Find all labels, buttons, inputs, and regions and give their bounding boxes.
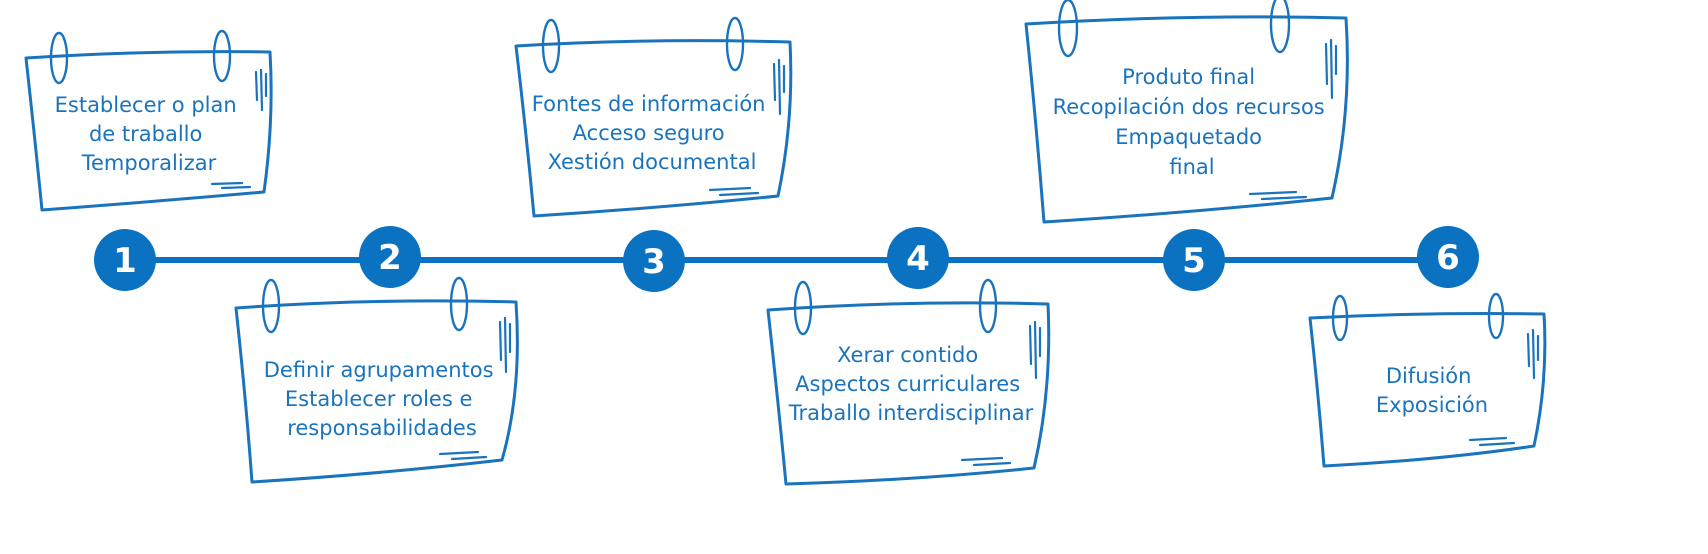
step-number: 1 xyxy=(113,241,137,281)
ring-icon xyxy=(49,31,69,85)
note-text-step-2: Definir agrupamentos Establecer roles e … xyxy=(264,358,501,440)
note-line: Difusión xyxy=(1386,364,1472,388)
note-step-2: Definir agrupamentos Establecer roles e … xyxy=(234,276,519,484)
ring-icon xyxy=(725,16,745,72)
ring-icon xyxy=(793,280,813,336)
note-step-6: Difusión Exposición xyxy=(1308,292,1547,468)
note-line: Exposición xyxy=(1376,393,1488,417)
note-line: Traballo interdisciplinar xyxy=(788,401,1034,425)
note-text-step-4: Xerar contido Aspectos curriculares Trab… xyxy=(788,343,1034,425)
step-number: 6 xyxy=(1436,238,1460,278)
note-line: Xerar contido xyxy=(837,343,978,367)
note-line: Xestión documental xyxy=(548,150,757,174)
step-marker-6: 6 xyxy=(1417,226,1479,288)
note-line: Establecer o plan xyxy=(55,93,237,117)
note-step-4: Xerar contido Aspectos curriculares Trab… xyxy=(766,278,1051,486)
note-text-step-1: Establecer o plan de traballo Temporaliz… xyxy=(55,93,244,175)
note-line: de traballo xyxy=(89,122,202,146)
ring-icon xyxy=(978,278,998,334)
step-marker-2: 2 xyxy=(359,226,421,288)
ring-icon xyxy=(1331,294,1349,342)
ring-icon xyxy=(212,29,232,83)
note-line: Recopilación dos recursos xyxy=(1053,95,1325,119)
note-text-step-6: Difusión Exposición xyxy=(1376,364,1488,417)
note-line: responsabilidades xyxy=(287,416,477,440)
note-line: Fontes de información xyxy=(532,92,766,116)
note-line: Definir agrupamentos xyxy=(264,358,494,382)
note-line: Acceso seguro xyxy=(573,121,725,145)
step-marker-5: 5 xyxy=(1163,229,1225,291)
step-marker-1: 1 xyxy=(94,229,156,291)
step-number: 4 xyxy=(906,239,930,279)
note-line: Empaquetado xyxy=(1115,125,1262,149)
ring-icon xyxy=(1487,292,1505,340)
note-step-1: Establecer o plan de traballo Temporaliz… xyxy=(24,29,273,212)
note-line: final xyxy=(1169,155,1214,179)
note-line: Aspectos curriculares xyxy=(795,372,1020,396)
step-marker-3: 3 xyxy=(623,230,685,292)
note-line: Establecer roles e xyxy=(285,387,472,411)
ring-icon xyxy=(541,18,561,74)
note-step-5: Produto final Recopilación dos recursos … xyxy=(1024,0,1349,224)
ring-icon xyxy=(449,276,469,332)
step-number: 5 xyxy=(1182,241,1206,281)
step-number: 3 xyxy=(642,242,666,282)
step-number: 2 xyxy=(378,238,402,278)
ring-icon xyxy=(1269,0,1291,54)
note-line: Temporalizar xyxy=(81,151,217,175)
note-text-step-3: Fontes de información Acceso seguro Xest… xyxy=(532,92,772,174)
note-text-step-5: Produto final Recopilación dos recursos … xyxy=(1053,65,1332,179)
note-step-3: Fontes de información Acceso seguro Xest… xyxy=(514,16,793,218)
note-line: Produto final xyxy=(1122,65,1255,89)
ring-icon xyxy=(1057,0,1079,58)
ring-icon xyxy=(261,278,281,334)
step-marker-4: 4 xyxy=(887,227,949,289)
